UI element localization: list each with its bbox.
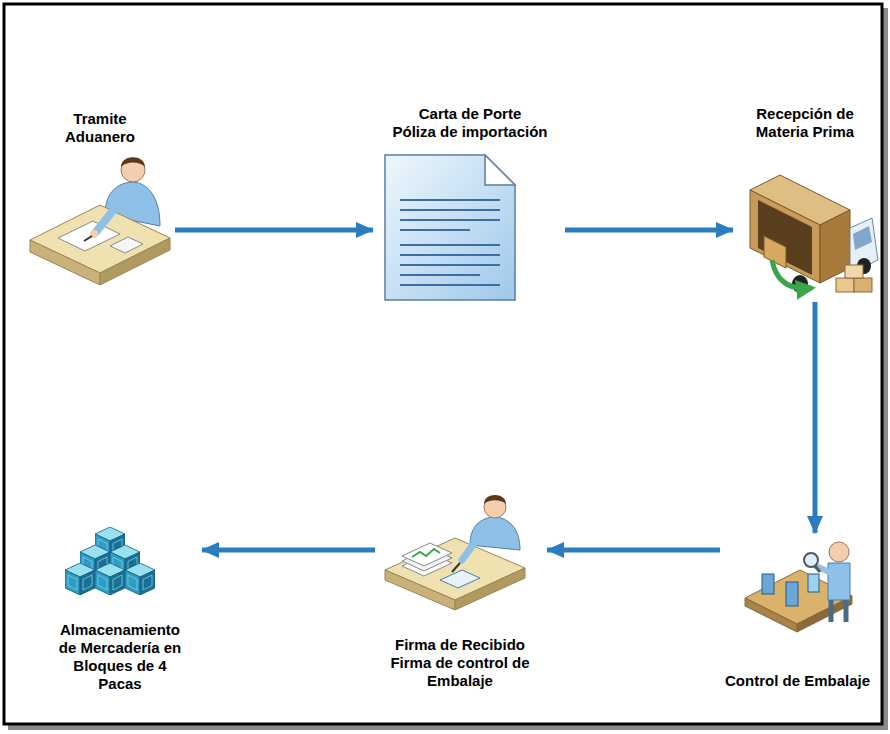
customs-clerk-icon [84, 236, 92, 241]
flow-arrow [175, 228, 373, 233]
step-text: Firma de control de Embalaje [380, 654, 540, 690]
step-text: Control de Embalaje [720, 672, 875, 690]
step-label: Recepción de Materia Prima [745, 105, 865, 141]
customs-clerk-icon [121, 157, 145, 167]
step-text: Almacenamiento de Mercadería en Bloques … [53, 621, 188, 693]
customs-step: Tramite Aduanero [25, 110, 175, 302]
step-text: Firma de Recibido [380, 636, 540, 654]
flow-arrow [813, 302, 818, 533]
truck-icon [845, 265, 863, 278]
step-label: Control de Embalaje [720, 672, 875, 690]
packaging-control-icon [831, 600, 846, 622]
packaging-control-icon [745, 542, 852, 632]
signing-desk-icon [484, 496, 506, 518]
truck-icon [750, 175, 878, 293]
packaging-control-icon [815, 566, 820, 572]
signing-desk-icon [385, 538, 525, 600]
flow-arrow [565, 228, 733, 233]
storage-step: Almacenamiento de Mercadería en Bloques … [40, 515, 200, 693]
signing-desk-icon [452, 563, 460, 572]
customs-clerk-icon [96, 208, 115, 232]
packaging-control-icon [786, 582, 798, 606]
truck-icon [758, 200, 812, 275]
packaging-control-icon [808, 574, 819, 592]
flow-arrow [547, 548, 720, 553]
signing-desk-icon [385, 495, 525, 610]
customs-clerk-icon [110, 237, 143, 253]
step-label: Tramite Aduanero [50, 110, 150, 146]
signing-desk-icon [412, 549, 440, 557]
reception-step: Recepción de Materia Prima [735, 105, 875, 302]
truck-icon [853, 226, 872, 250]
signing-desk-icon [402, 543, 452, 566]
step-text: Tramite Aduanero [50, 110, 150, 146]
frame [4, 4, 882, 724]
signing-desk-icon [385, 570, 455, 610]
truck-icon [772, 260, 812, 288]
step-label: Almacenamiento de Mercadería en Bloques … [53, 621, 188, 693]
signature-step: Firma de RecibidoFirma de control de Emb… [375, 490, 545, 690]
step-label: Firma de RecibidoFirma de control de Emb… [380, 636, 540, 690]
stacked-bales-icon [125, 563, 155, 595]
stacked-bales-icon [65, 563, 95, 595]
document-icon [485, 155, 515, 185]
signing-desk-icon [440, 570, 480, 588]
truck-icon [750, 190, 820, 283]
step-label: Carta de PortePóliza de importación [375, 105, 565, 141]
packaging-control-icon [828, 563, 850, 600]
frame [4, 4, 888, 730]
truck-icon [836, 278, 854, 292]
customs-clerk-icon [30, 157, 170, 285]
step-text: Carta de Porte [375, 105, 565, 123]
packaging-control-icon [797, 596, 852, 632]
step-text: Póliza de importación [375, 123, 565, 141]
document-icon [385, 155, 515, 300]
customs-clerk-icon [121, 158, 145, 182]
truck-icon [854, 278, 872, 292]
packaging-control-icon [829, 542, 849, 562]
packaging-control-icon [762, 574, 774, 594]
customs-clerk-icon [30, 205, 170, 273]
signing-desk-icon [484, 495, 506, 504]
stacked-bales-icon [95, 563, 125, 595]
stacked-bales-icon [65, 527, 155, 595]
document-icon [400, 200, 500, 285]
signing-desk-icon [470, 517, 520, 550]
packaging-step: Control de Embalaje [720, 535, 875, 690]
step-text: Recepción de Materia Prima [745, 105, 865, 141]
packaging-control-icon [804, 553, 818, 567]
flow-arrow [202, 548, 375, 553]
document-icon [385, 155, 515, 300]
signing-desk-icon [462, 538, 478, 560]
document-step: Carta de PortePóliza de importación [375, 105, 565, 305]
packaging-control-icon [816, 566, 829, 572]
customs-clerk-icon [100, 238, 170, 285]
